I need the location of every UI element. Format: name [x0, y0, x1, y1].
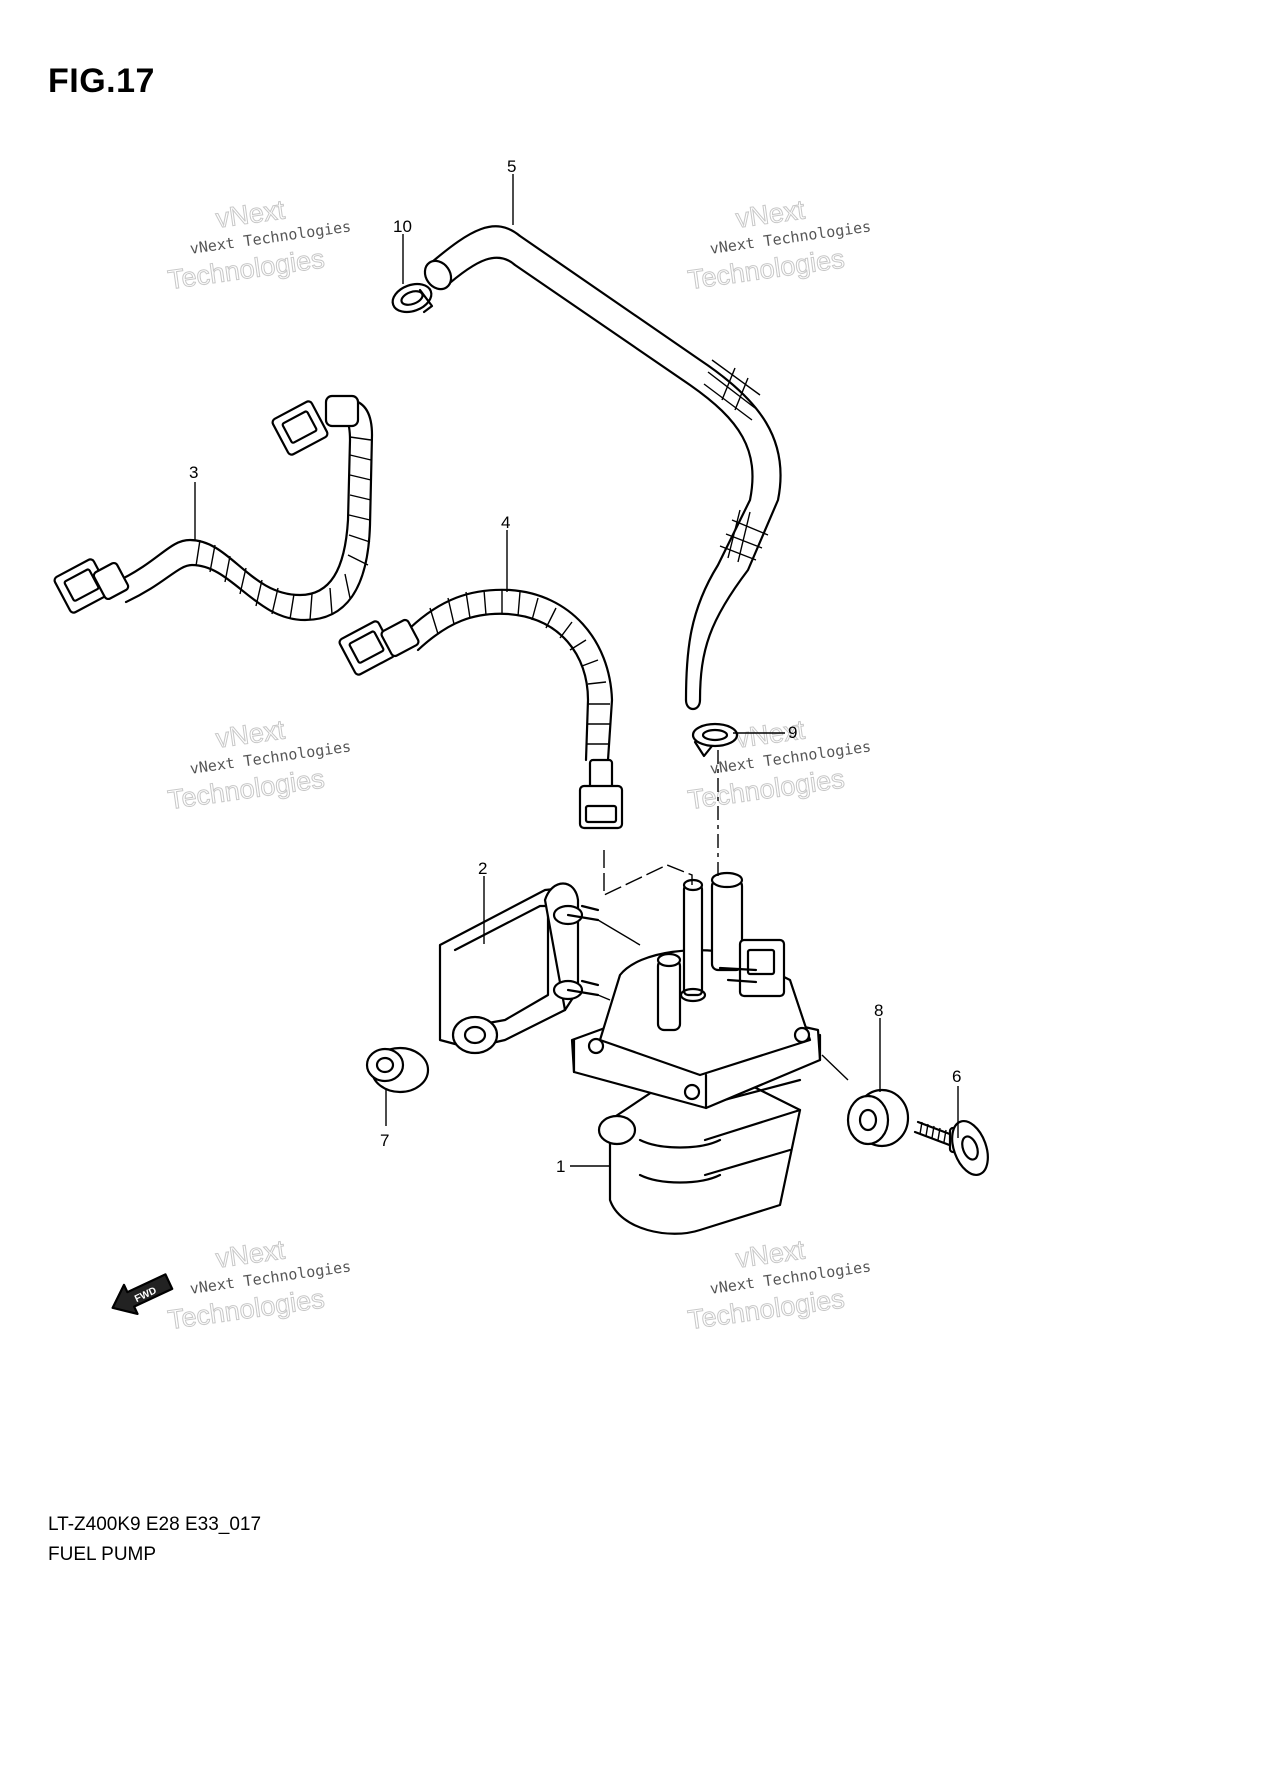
part-10-clamp [391, 282, 434, 314]
callout-leaders [194, 174, 959, 1167]
watermark-bottom-left: vNext vNext Technologies Technologies [166, 1234, 353, 1336]
fwd-arrow-icon: FWD [111, 1273, 174, 1315]
callout-8: 8 [874, 1001, 883, 1020]
callout-2: 2 [478, 859, 487, 878]
callout-10: 10 [393, 217, 412, 236]
watermark-bottom-right: vNext vNext Technologies Technologies [686, 1234, 873, 1336]
part-2-bracket [438, 882, 600, 1055]
callout-9: 9 [788, 723, 797, 742]
part-3-wire-harness [53, 394, 374, 622]
part-7-grommet [365, 1046, 430, 1094]
callout-6: 6 [952, 1067, 961, 1086]
callout-3: 3 [189, 463, 198, 482]
part-8-grommet [846, 1088, 910, 1148]
watermark-top-left: vNext vNext Technologies Technologies [166, 194, 353, 296]
callout-1: 1 [556, 1157, 565, 1176]
watermark-mid-right: vNext vNext Technologies Technologies [686, 714, 873, 816]
part-6-bolt [913, 1120, 989, 1176]
part-1-fuel-pump [570, 871, 822, 1235]
part-5-fuel-hose [423, 225, 782, 711]
assembly-guide-lines [597, 750, 849, 1081]
callout-7: 7 [380, 1131, 389, 1150]
figure-title: FIG.17 [48, 62, 155, 100]
callout-4: 4 [501, 513, 510, 532]
part-4-wire-harness [338, 588, 624, 830]
diagram-name: FUEL PUMP [48, 1544, 157, 1565]
diagram-code: LT-Z400K9 E28 E33_017 [48, 1514, 262, 1535]
part-9-clamp [691, 722, 739, 758]
watermark-mid-left: vNext vNext Technologies Technologies [166, 714, 353, 816]
callout-5: 5 [507, 157, 516, 176]
watermark-top-right: vNext vNext Technologies Technologies [686, 194, 873, 296]
